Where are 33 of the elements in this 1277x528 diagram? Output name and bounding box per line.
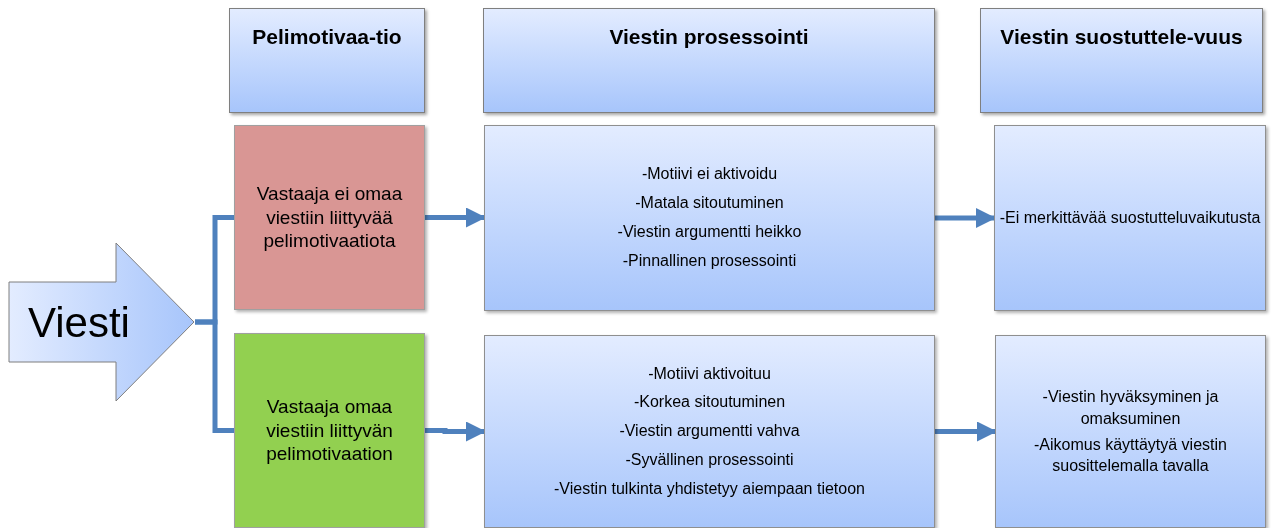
bullet-text: -Viestin tulkinta yhdistetyy aiempaan tietoon [554,478,865,499]
header-text: Viestin suostuttele-vuus [1000,24,1243,50]
bullet-text: -Syvällinen prosessointi [624,449,795,470]
block-arrow [8,242,195,402]
process-box [484,335,935,528]
condition-box [234,125,425,310]
bullet-text: -Pinnallinen prosessointi [621,250,798,271]
bullet-text: -Matala sitoutuminen [634,193,785,214]
bullet-text: -Korkea sitoutuminen [632,392,787,413]
bullet-text: -Viestin argumentti vahva [618,421,801,442]
bullet-text: -Motiivi ei aktivoidu [640,164,779,185]
process-box [484,125,935,311]
arrow [935,421,997,442]
bullet-text: -Viestin hyväksyminen ja omaksuminen [1041,387,1220,429]
outcome-box [995,335,1266,528]
bullet-text: -Ei merkittävää suostutteluvaikutusta [999,208,1261,229]
column-header [980,8,1263,113]
condition-box [234,333,425,528]
arrow [935,208,996,228]
arrow [425,207,486,228]
header-text: Viestin prosessointi [609,24,809,50]
node-text: Viesti [28,297,131,348]
column-header [229,8,425,113]
connector-line [195,319,234,433]
header-text: Pelimotivaa-tio [252,24,402,50]
bullet-text: -Aikomus käyttäytyä viestin suosittelemalla tavalla [1033,434,1228,477]
node-text: Vastaaja ei omaa viestiin liittyvää pelimotivaatiota [255,181,404,254]
outcome-box [994,125,1266,311]
node-text: Vastaaja omaa viestiin liittyvän pelimotivaation [265,394,394,467]
bullet-text: -Viestin argumentti heikko [617,222,802,242]
bullet-text: -Motiivi aktivoituu [647,363,772,384]
arrow [425,421,486,442]
column-header [483,8,935,113]
